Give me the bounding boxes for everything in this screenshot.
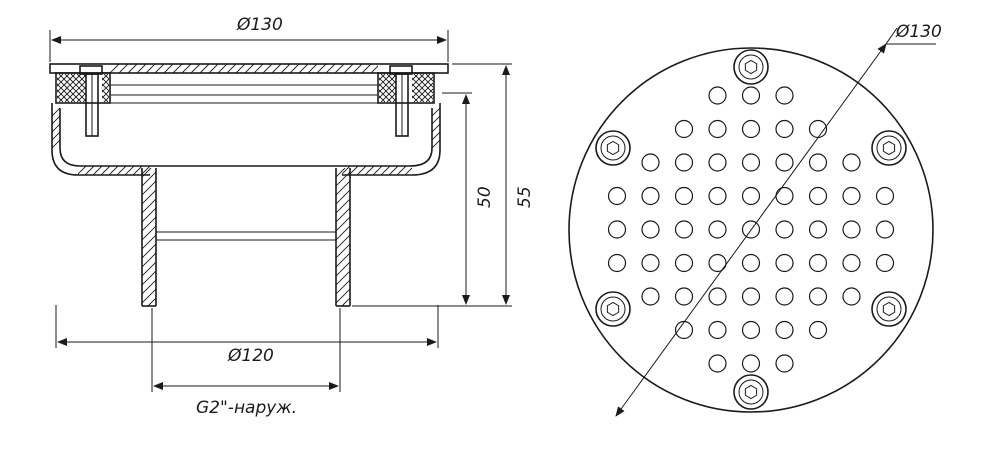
drain-hole (674, 287, 694, 306)
side-section-view: Ø130 50 55 Ø120 G2"-наруж. (49, 15, 535, 418)
drain-hole (741, 186, 761, 206)
drain-hole (607, 253, 627, 273)
drain-hole (741, 119, 761, 139)
screw (595, 130, 631, 166)
dimension-height-55: 55 (452, 63, 535, 307)
drain-hole (708, 153, 727, 172)
drain-hole (808, 186, 828, 206)
drain-hole (775, 220, 794, 239)
drain-hole (708, 86, 727, 105)
drain-hole (808, 253, 828, 273)
drain-hole (741, 287, 761, 306)
dimension-height-50: 50 (352, 92, 495, 307)
drain-hole (741, 354, 761, 373)
plan-view: Ø130 (568, 22, 942, 417)
drain-hole (641, 253, 660, 273)
drain-hole (641, 186, 660, 206)
left-bolt (79, 65, 103, 137)
drain-hole (741, 153, 761, 172)
drain-hole (842, 186, 861, 206)
drain-hole (708, 287, 727, 306)
grate-plate (49, 63, 449, 74)
label-top-diameter: Ø130 (236, 15, 283, 35)
drain-hole (741, 253, 761, 273)
drain-hole (808, 320, 828, 340)
drain-hole (674, 186, 694, 206)
right-bolt (389, 65, 413, 137)
drain-hole (708, 186, 727, 206)
drain-hole (641, 153, 660, 172)
dimension-top-diameter: Ø130 (49, 15, 449, 62)
drain-hole (741, 320, 761, 340)
drain-hole (808, 220, 828, 239)
drain-hole (674, 253, 694, 273)
screw (871, 130, 907, 166)
drain-hole (641, 287, 660, 306)
drain-hole (674, 153, 694, 172)
drain-hole (607, 186, 627, 206)
drain-hole (775, 253, 794, 273)
screw (733, 374, 769, 410)
label-plan-diameter: Ø130 (895, 22, 942, 42)
drain-hole (775, 119, 794, 139)
right-seal (377, 72, 435, 104)
drain-hole (808, 153, 828, 172)
drain-hole (708, 253, 727, 273)
drain-hole (775, 186, 794, 206)
drain-hole (842, 153, 861, 172)
drain-hole (741, 86, 761, 105)
drain-hole (775, 287, 794, 306)
label-height-55: 55 (515, 186, 535, 208)
dimension-thread: G2"-наруж. (151, 308, 341, 418)
drain-hole (708, 220, 727, 239)
drain-hole (875, 253, 895, 273)
body-bowl (51, 103, 441, 176)
drain-hole (708, 320, 727, 340)
drain-hole (674, 220, 694, 239)
drain-hole (842, 287, 861, 306)
drain-hole (842, 253, 861, 273)
drain-hole (808, 287, 828, 306)
screw (871, 291, 907, 327)
drain-hole (775, 153, 794, 172)
drain-hole (775, 320, 794, 340)
outlet-pipe (141, 168, 351, 307)
dimension-plan-diameter: Ø130 (615, 22, 942, 417)
drain-hole (875, 220, 895, 239)
screw (595, 291, 631, 327)
dimension-bottom-diameter: Ø120 (55, 305, 439, 366)
drain-hole (607, 220, 627, 239)
drain-hole (708, 119, 727, 139)
drain-hole (842, 220, 861, 239)
label-thread: G2"-наруж. (196, 398, 297, 418)
drain-hole (641, 220, 660, 239)
left-seal (55, 72, 111, 104)
screw (733, 49, 769, 85)
drain-hole (674, 119, 694, 139)
drain-hole (708, 354, 727, 373)
drain-hole (875, 186, 895, 206)
drain-hole (775, 354, 794, 373)
label-height-50: 50 (475, 186, 495, 208)
label-bottom-diameter: Ø120 (227, 346, 274, 366)
drain-hole (775, 86, 794, 105)
